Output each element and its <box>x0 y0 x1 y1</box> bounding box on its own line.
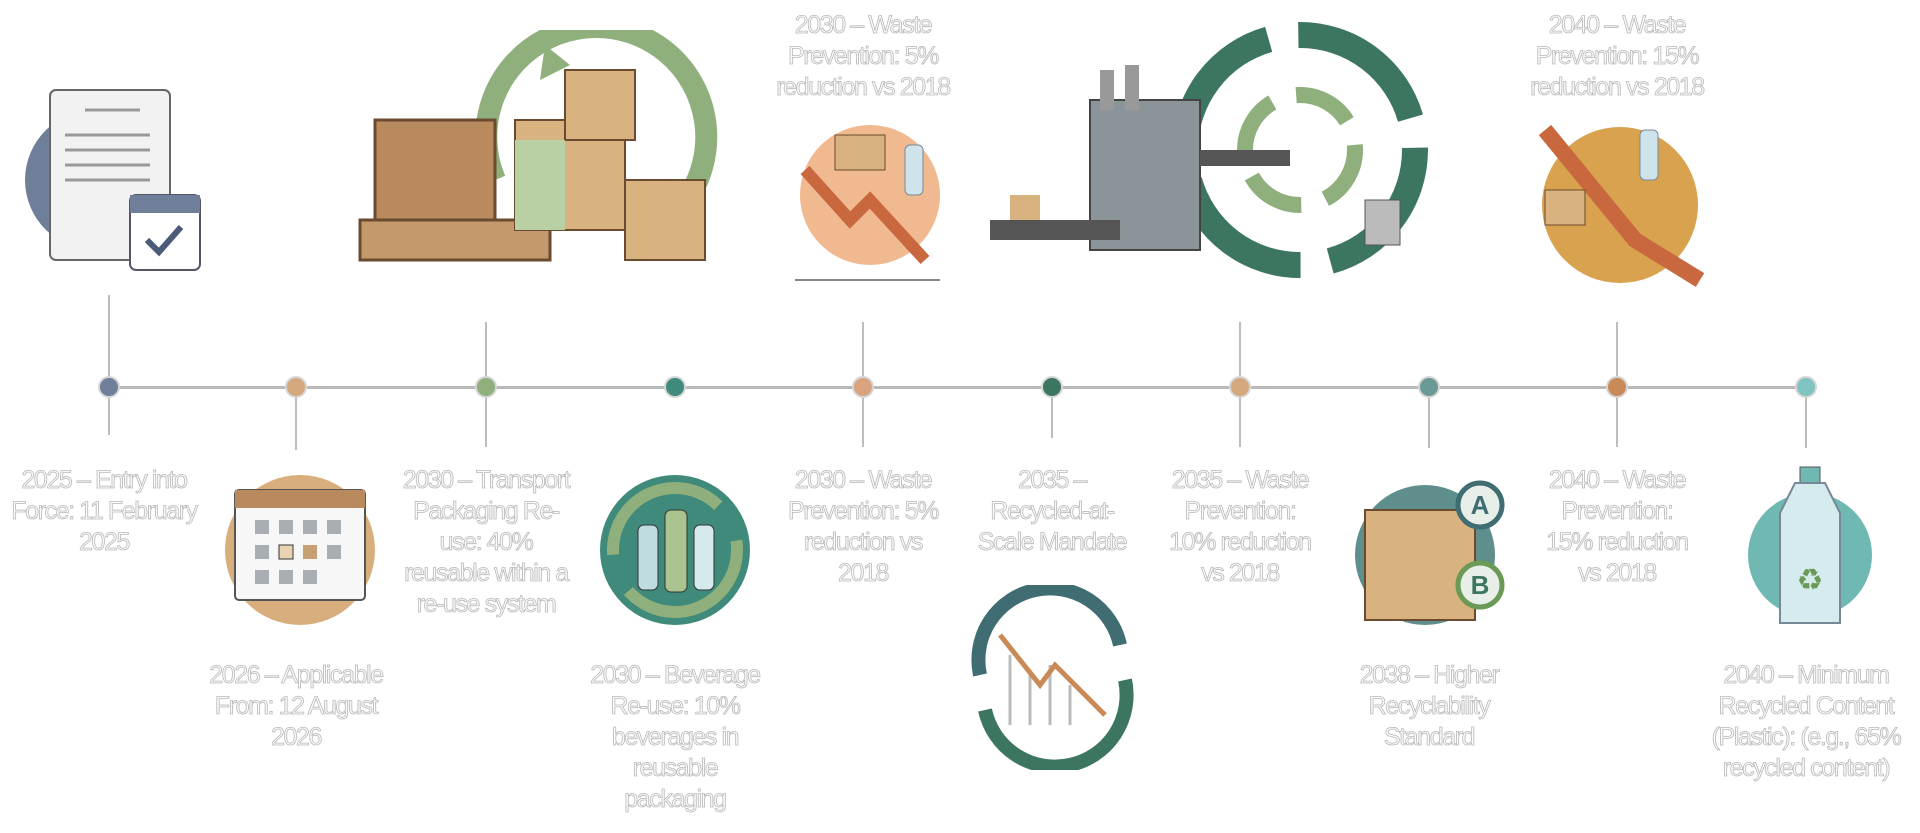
milestone-node-2035-recycled[interactable] <box>1041 376 1063 398</box>
milestone-node-2025[interactable] <box>98 376 120 398</box>
milestone-label: 2030 – Transport Packaging Re-use: 40% r… <box>402 466 571 619</box>
svg-text:♻: ♻ <box>1797 564 1824 597</box>
top-label: 2040 – Waste Prevention: 15% reduction v… <box>1530 11 1706 102</box>
svg-text:A: A <box>1471 490 1490 520</box>
milestone-label: 2035 – Recycled-at-Scale Mandate <box>977 466 1128 557</box>
top-label: 2030 – Waste Prevention: 5% reduction vs… <box>776 11 952 102</box>
stem <box>1428 388 1430 448</box>
milestone-label: 2030 – Beverage Re-use: 10% beverages in… <box>590 661 762 814</box>
recyclability-box-ab-icon: A B <box>1355 480 1505 625</box>
milestone-label: 2026 – Applicable From: 12 August 2026 <box>209 661 385 752</box>
milestone-label: 2035 – Waste Prevention: 10% reduction v… <box>1169 466 1313 588</box>
factory-recycling-icon <box>990 22 1428 278</box>
document-calendar-icon <box>25 89 201 271</box>
recycled-plastic-bottle-icon: ♻ <box>1748 466 1872 624</box>
svg-text:B: B <box>1471 570 1490 600</box>
calendar-icon <box>225 475 375 625</box>
milestone-label: 2040 – Minimum Recycled Content (Plastic… <box>1711 661 1902 783</box>
milestone-label: 2040 – Waste Prevention: 15% reduction v… <box>1546 466 1690 588</box>
milestone-label: 2025 – Entry into Force: 11 February 202… <box>11 466 199 557</box>
milestone-node-2030-transport[interactable] <box>475 376 497 398</box>
waste-reduction-chart-icon <box>795 125 940 281</box>
milestone-node-2040-recycled[interactable] <box>1795 376 1817 398</box>
milestone-node-2026[interactable] <box>285 376 307 398</box>
milestone-label: 2030 – Waste Prevention: 5% reduction vs… <box>788 466 940 588</box>
milestone-node-2038[interactable] <box>1418 376 1440 398</box>
milestone-node-2030-waste[interactable] <box>852 376 874 398</box>
milestone-node-2030-beverage[interactable] <box>664 376 686 398</box>
milestone-label: 2038 – Higher Recyclability Standard <box>1359 661 1500 752</box>
milestone-node-2040-waste[interactable] <box>1606 376 1628 398</box>
waste-reduction-15-icon <box>1538 124 1705 287</box>
transport-packaging-recycle-icon <box>358 30 718 262</box>
recycle-chart-icon <box>971 585 1134 770</box>
stem <box>108 295 110 435</box>
stem <box>295 388 297 450</box>
stem <box>1051 388 1053 438</box>
reusable-bottles-icon <box>600 475 750 625</box>
milestone-node-2035-waste[interactable] <box>1229 376 1251 398</box>
timeline-axis <box>109 386 1806 389</box>
stem <box>1805 388 1807 448</box>
